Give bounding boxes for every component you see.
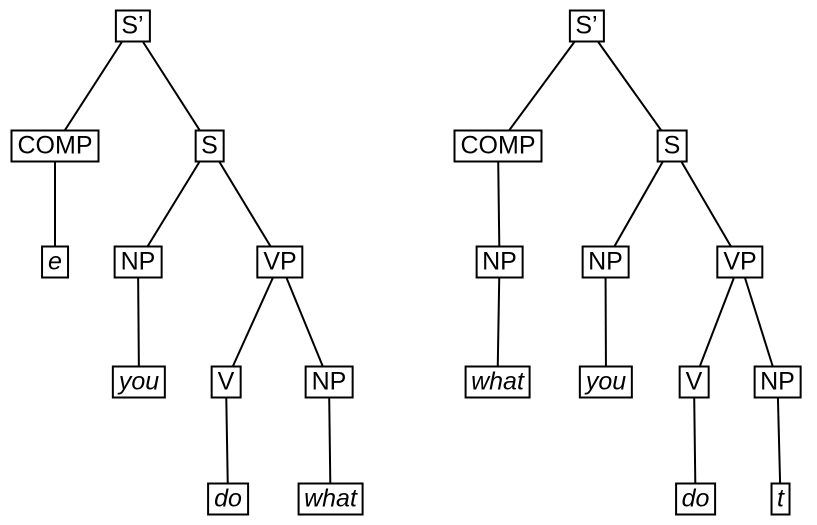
left-node-np-subject: NP (113, 245, 163, 279)
left-node-you: you (111, 365, 167, 398)
right-node-np-subject: NP (581, 245, 630, 279)
right-node-s: S (656, 129, 688, 162)
right-node-vp: VP (716, 245, 764, 279)
left-tree-edges (54, 24, 332, 500)
right-node-np-object: NP (753, 365, 802, 398)
edge-sprime-comp (497, 24, 588, 147)
right-node-v: V (678, 365, 710, 398)
left-node-s: S (194, 129, 225, 162)
right-node-s-bar: S’ (568, 9, 605, 42)
right-node-np-comp: NP (475, 245, 524, 279)
left-node-s-bar: S’ (114, 9, 151, 42)
right-node-comp: COMP (453, 129, 543, 162)
edge-v-do (693, 381, 697, 500)
left-node-vp: VP (256, 245, 304, 279)
right-node-do: do (674, 482, 717, 516)
edge-vp-v (225, 261, 281, 382)
left-node-e: e (41, 245, 69, 279)
edge-sprime-s (585, 24, 673, 147)
edge-s-np (137, 144, 211, 263)
edge-vp-np (739, 261, 779, 382)
right-node-you: you (578, 365, 634, 398)
edge-np-t (776, 381, 782, 500)
edge-s-vp (671, 144, 741, 263)
right-node-what: what (464, 365, 531, 398)
edge-s-np (604, 145, 673, 263)
left-node-comp: COMP (10, 129, 100, 162)
edge-sprime-s (131, 24, 211, 147)
edge-vp-np (279, 261, 330, 382)
right-tree-edges (496, 24, 782, 500)
edge-v-do (225, 381, 229, 500)
edge-np-what (328, 381, 332, 500)
edge-np-what (496, 261, 501, 382)
edge-sprime-comp (54, 24, 134, 147)
left-node-do: do (207, 482, 249, 516)
edge-s-vp (208, 144, 281, 263)
edge-np-you (604, 261, 607, 382)
edge-np-you (137, 261, 140, 382)
left-node-what: what (297, 482, 364, 516)
right-node-t: t (770, 482, 791, 516)
edge-comp-np (497, 145, 501, 263)
left-node-np-object: NP (304, 365, 354, 398)
edge-vp-v (693, 261, 741, 382)
left-node-v: V (210, 365, 242, 398)
